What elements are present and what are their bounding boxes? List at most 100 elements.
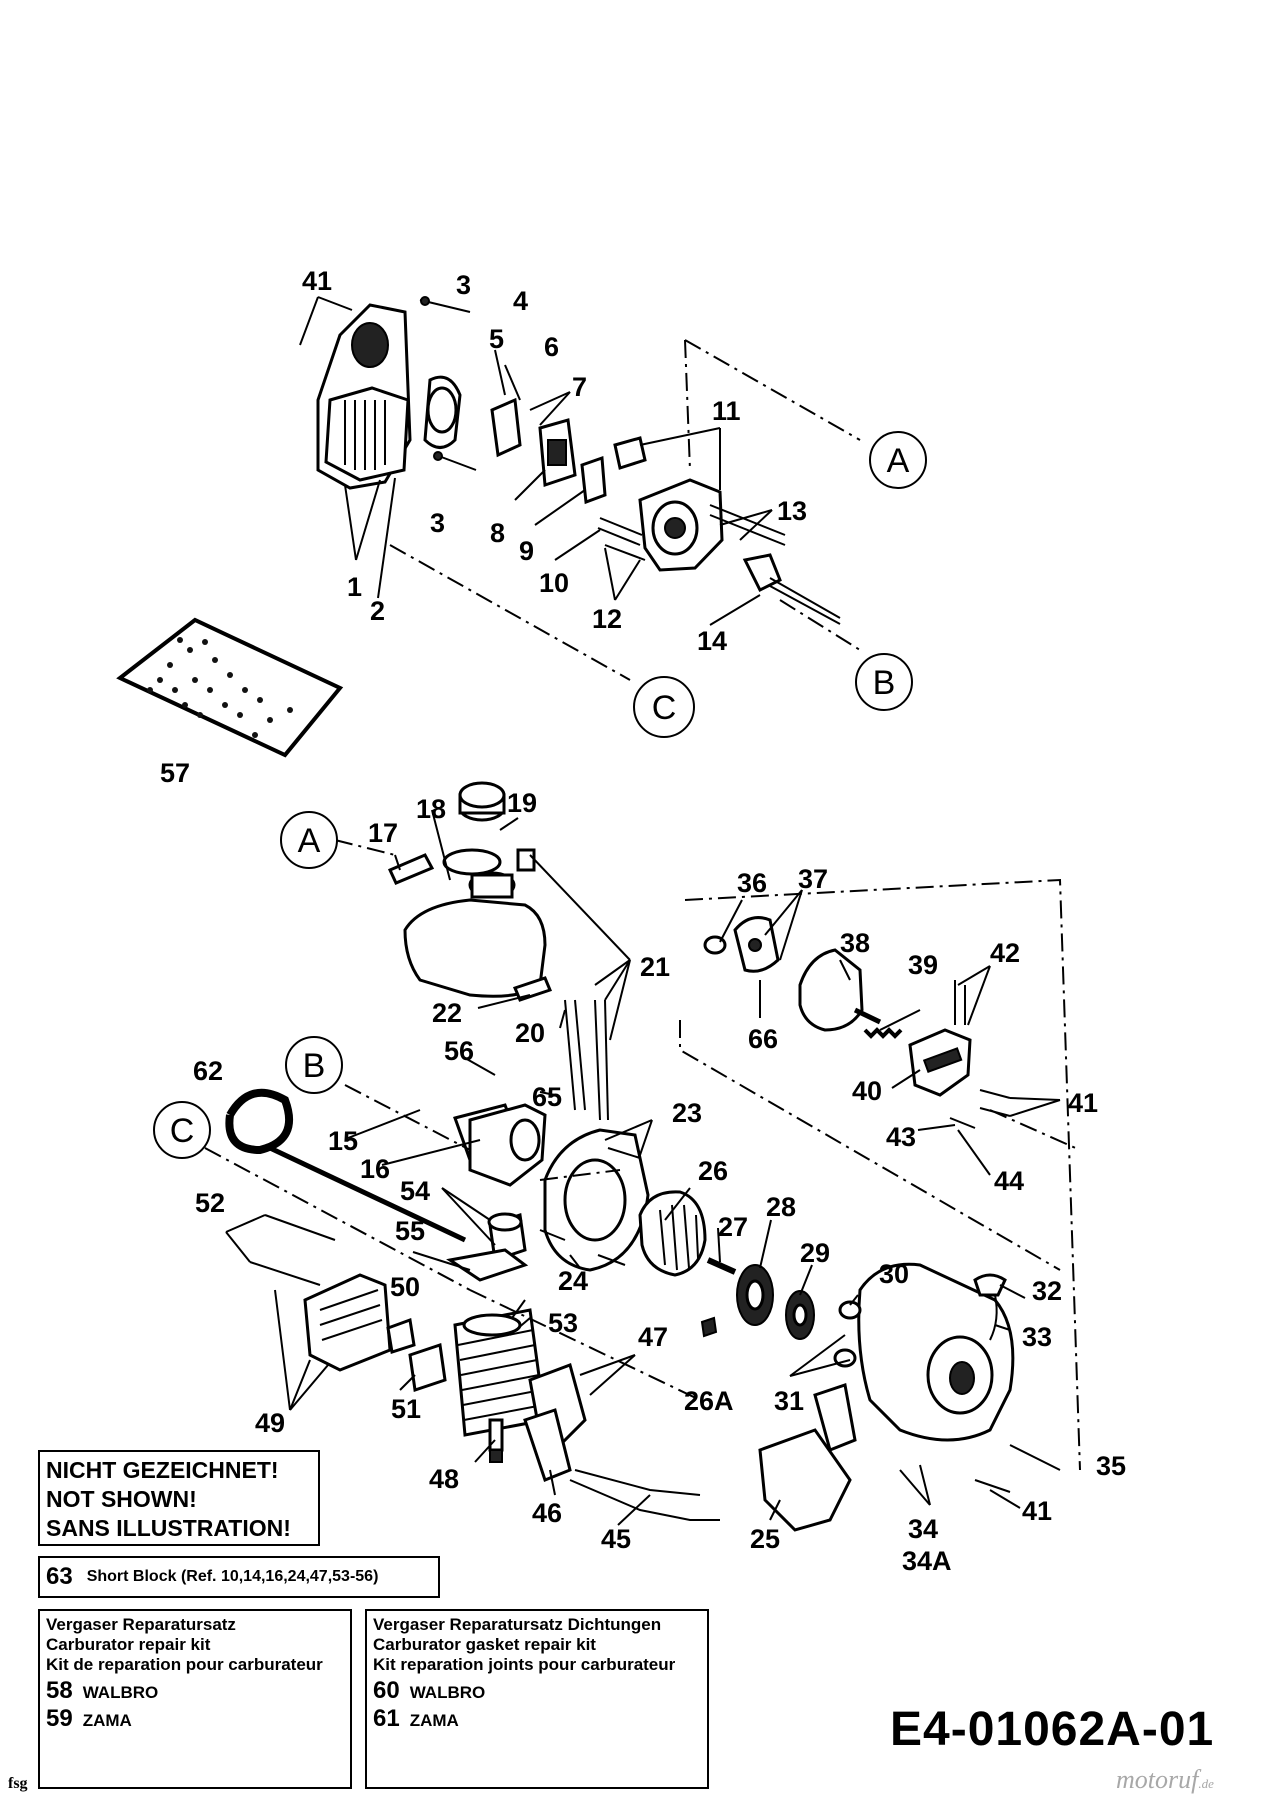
part-label: 31 [774,1386,804,1416]
part-label: 20 [515,1018,545,1048]
kit-title-en: Carburator gasket repair kit [373,1635,596,1654]
kit-title-de: Vergaser Reparatursatz Dichtungen [373,1615,662,1634]
part-label: 13 [777,496,807,526]
kit-row: 59 ZAMA [46,1705,344,1732]
part-label: 56 [444,1036,474,1066]
part-label: 57 [160,758,190,788]
kit-brand: ZAMA [82,1711,132,1730]
part-label: 42 [990,938,1020,968]
lower-assembly [204,781,1081,1532]
footer-left-mark: fsg [8,1775,28,1792]
part-label: 10 [539,568,569,598]
part-label: 41 [302,266,332,296]
kit-part-number: 60 [373,1677,400,1704]
kit-title-fr: Kit reparation joints pour carburateur [373,1655,676,1674]
part-label: 30 [879,1259,909,1289]
part-label: 37 [798,864,828,894]
part-label: 26 [698,1156,728,1186]
part-label: 39 [908,950,938,980]
part-labels-lower: 17 18 19 21 22 20 36 37 38 39 42 66 40 4… [193,788,1126,1576]
part-label: 54 [400,1176,430,1206]
kit-brand: WALBRO [82,1683,159,1702]
callout-a-top: A [887,442,910,480]
not-shown-en: NOT SHOWN! [46,1486,197,1512]
not-shown-fr: SANS ILLUSTRATION! [46,1515,291,1541]
upper-assembly [116,296,861,758]
part-label: 36 [737,868,767,898]
callout-b-top: B [873,664,896,702]
not-shown-note: NICHT GEZEICHNET! NOT SHOWN! SANS ILLUST… [38,1450,320,1546]
callout-c-bottom: C [170,1112,195,1150]
part-label: 3 [456,270,471,300]
part-label: 29 [800,1238,830,1268]
part-label: 51 [391,1394,421,1424]
kit-brand: ZAMA [409,1711,459,1730]
short-block-box: 63 Short Block (Ref. 10,14,16,24,47,53-5… [38,1556,440,1598]
part-label: 23 [672,1098,702,1128]
part-label: 43 [886,1122,916,1152]
part-label: 5 [489,324,504,354]
kit-brand: WALBRO [409,1683,486,1702]
kit-part-number: 58 [46,1677,73,1704]
part-label: 21 [640,952,670,982]
short-block-number: 63 [46,1563,73,1590]
part-label: 46 [532,1498,562,1528]
part-label: 14 [697,626,727,656]
part-label: 62 [193,1056,223,1086]
part-label: 22 [432,998,462,1028]
part-label: 4 [513,286,528,316]
kit-part-number: 59 [46,1705,73,1732]
part-label: 55 [395,1216,425,1246]
part-label: 26A [684,1386,734,1416]
kit-title-fr: Kit de reparation pour carburateur [46,1655,323,1674]
part-label: 45 [601,1524,631,1554]
part-label: 11 [712,396,741,426]
part-label: 27 [718,1212,748,1242]
kit-row: 60 WALBRO [373,1677,701,1704]
part-label: 7 [572,372,587,402]
watermark-suffix: .de [1198,1776,1214,1791]
callout-b-bottom: B [303,1047,326,1085]
short-block-text: Short Block (Ref. 10,14,16,24,47,53-56) [86,1568,379,1585]
callout-circles: A B C A B C [153,431,927,1159]
part-label: 15 [328,1126,358,1156]
kit-title-de: Vergaser Reparatursatz [46,1615,236,1634]
part-label: 35 [1096,1451,1126,1481]
part-label: 47 [638,1322,668,1352]
kit-part-number: 61 [373,1705,400,1732]
part-label: 12 [592,604,622,634]
part-label: 9 [519,536,534,566]
kit-title-en: Carburator repair kit [46,1635,211,1654]
part-label: 34A [902,1546,952,1576]
part-label: 49 [255,1408,285,1438]
carburetor-gasket-kit-box: Vergaser Reparatursatz Dichtungen Carbur… [365,1609,709,1789]
part-label: 52 [195,1188,225,1218]
part-label: 34 [908,1514,938,1544]
part-label: 44 [994,1166,1024,1196]
part-label: 6 [544,332,559,362]
part-label: 25 [750,1524,780,1554]
carburetor-repair-kit-box: Vergaser Reparatursatz Carburator repair… [38,1609,352,1789]
part-label: 41 [1022,1496,1052,1526]
part-label: 65 [532,1082,562,1112]
part-label: 66 [748,1024,778,1054]
part-label: 16 [360,1154,390,1184]
part-label: 24 [558,1266,588,1296]
part-label: 8 [490,518,505,548]
part-label: 40 [852,1076,882,1106]
callout-a-bottom: A [298,822,321,860]
kit-row: 58 WALBRO [46,1677,344,1704]
part-label: 28 [766,1192,796,1222]
part-label: 3 [430,508,445,538]
part-label: 1 [347,572,362,602]
not-shown-de: NICHT GEZEICHNET! [46,1457,279,1483]
part-label: 2 [370,596,385,626]
part-label: 17 [368,818,398,848]
part-label: 19 [507,788,537,818]
part-label: 50 [390,1272,420,1302]
part-label: 38 [840,928,870,958]
part-label: 41 [1068,1088,1098,1118]
watermark-main: motoruf [1116,1765,1199,1794]
callout-c-top: C [652,689,677,727]
